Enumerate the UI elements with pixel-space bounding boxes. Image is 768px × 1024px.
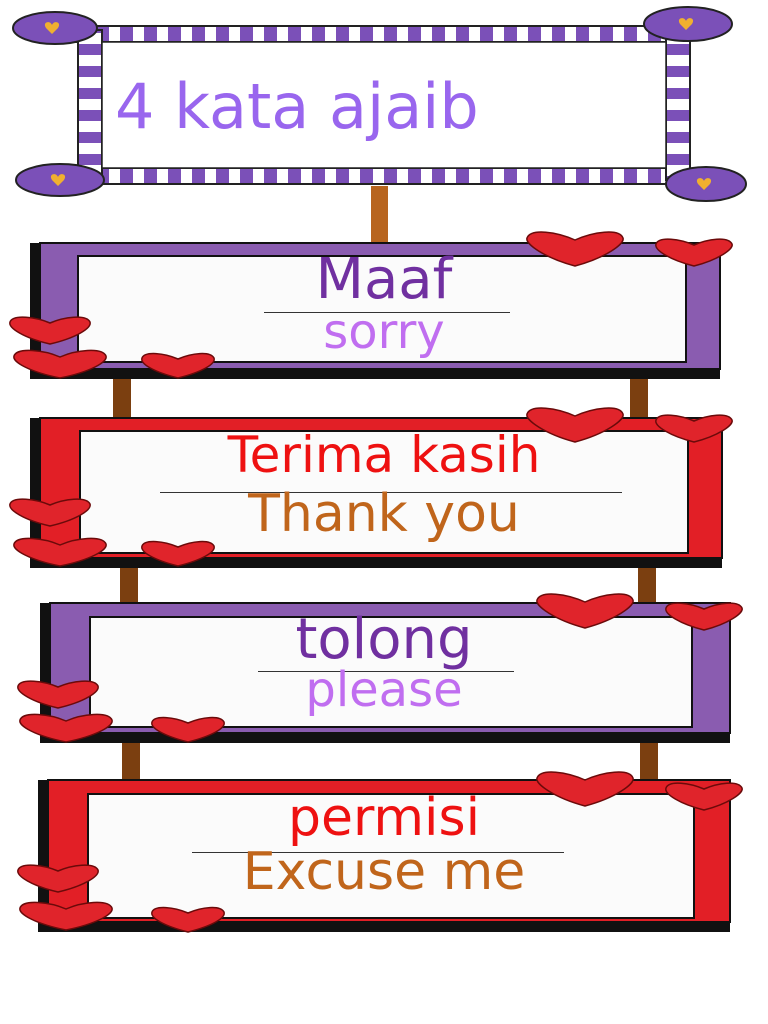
heart-icon bbox=[665, 782, 743, 811]
heart-icon bbox=[19, 901, 113, 931]
heart-icon bbox=[17, 864, 99, 893]
sign-1-word: Maaf bbox=[315, 247, 453, 312]
heart-icon bbox=[141, 540, 215, 567]
heart-icon bbox=[151, 716, 225, 743]
heart-icon bbox=[655, 238, 733, 267]
corner-scroll-bl bbox=[15, 163, 105, 197]
heart-icon bbox=[13, 537, 107, 567]
sign-frame-3 bbox=[40, 602, 731, 743]
page-title: 4 kata ajaib bbox=[115, 70, 479, 143]
heart-icon bbox=[141, 352, 215, 379]
heart-icon bbox=[526, 231, 624, 267]
heart-icon bbox=[536, 771, 634, 807]
sign-2-translation: Thank you bbox=[248, 484, 520, 544]
sign-posts bbox=[113, 376, 658, 782]
corner-scroll-tl bbox=[12, 11, 98, 45]
corner-scroll-br bbox=[665, 166, 747, 202]
sign-2-divider bbox=[160, 492, 622, 493]
heart-icon bbox=[665, 602, 743, 631]
heart-icon bbox=[13, 349, 107, 379]
sign-1-divider bbox=[264, 312, 510, 313]
heart-icon bbox=[655, 414, 733, 443]
sign-4-divider bbox=[192, 852, 564, 853]
heart-icon bbox=[9, 498, 91, 527]
heart-icon bbox=[151, 906, 225, 933]
sign-2-word: Terima kasih bbox=[227, 426, 541, 484]
sign-3-translation: please bbox=[305, 662, 463, 718]
heart-icon bbox=[9, 316, 91, 345]
heart-icon bbox=[536, 593, 634, 629]
heart-icon bbox=[526, 407, 624, 443]
title-frame bbox=[12, 6, 747, 242]
sign-3-word: tolong bbox=[295, 607, 473, 672]
sign-1-translation: sorry bbox=[323, 304, 445, 360]
sign-3-divider bbox=[258, 671, 514, 672]
sign-frame-4 bbox=[38, 779, 731, 932]
sign-4-word: permisi bbox=[287, 788, 481, 848]
sign-4-translation: Excuse me bbox=[242, 842, 526, 902]
heart-icon bbox=[19, 713, 113, 743]
heart-icon bbox=[17, 680, 99, 709]
corner-scroll-tr bbox=[643, 6, 733, 42]
